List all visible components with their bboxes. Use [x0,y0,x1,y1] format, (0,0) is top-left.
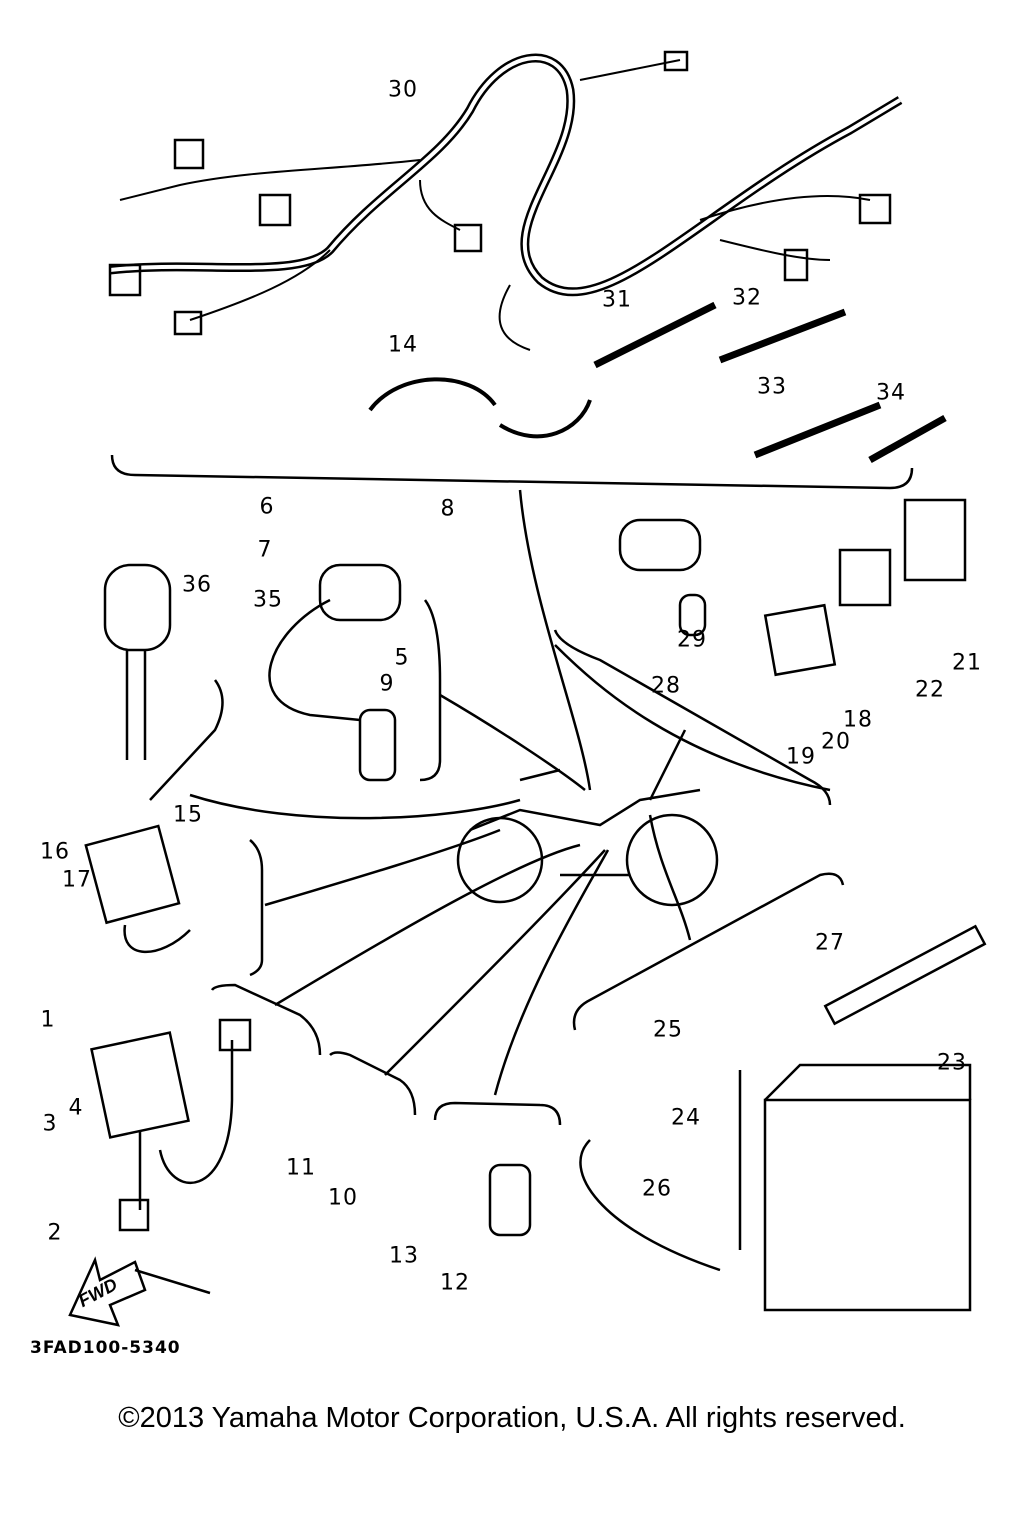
main-switch [103,563,172,652]
callout-14[interactable]: 14 [388,332,418,358]
copyright-notice: ©2013 Yamaha Motor Corporation, U.S.A. A… [118,1402,906,1434]
callout-15[interactable]: 15 [173,802,203,828]
callout-13[interactable]: 13 [389,1243,419,1269]
callout-8[interactable]: 8 [440,496,456,522]
callout-1[interactable]: 1 [40,1007,56,1033]
cdi-unit [90,1031,190,1139]
callout-19[interactable]: 19 [786,744,816,770]
callout-12[interactable]: 12 [440,1270,470,1296]
callout-31[interactable]: 31 [602,287,632,313]
callout-30[interactable]: 30 [388,77,418,103]
callout-33[interactable]: 33 [757,374,787,400]
callout-3[interactable]: 3 [42,1111,58,1137]
battery-band [823,924,987,1026]
callout-11[interactable]: 11 [286,1155,316,1181]
callout-9[interactable]: 9 [379,671,395,697]
callout-26[interactable]: 26 [642,1176,672,1202]
starter-switch [488,1163,532,1237]
callout-25[interactable]: 25 [653,1017,683,1043]
callout-27[interactable]: 27 [815,930,845,956]
callout-21[interactable]: 21 [952,650,982,676]
callout-22[interactable]: 22 [915,677,945,703]
callout-4[interactable]: 4 [68,1095,84,1121]
callout-36[interactable]: 36 [182,572,212,598]
drawing-code: 3FAD100-5340 [30,1338,181,1358]
fwd-arrow-icon [68,1256,147,1327]
callout-24[interactable]: 24 [671,1105,701,1131]
connector [173,138,205,170]
callout-6[interactable]: 6 [259,494,275,520]
group-bracket [110,454,914,490]
callout-7[interactable]: 7 [257,537,273,563]
callout-32[interactable]: 32 [732,285,762,311]
callout-10[interactable]: 10 [328,1185,358,1211]
callout-29[interactable]: 29 [677,627,707,653]
callout-23[interactable]: 23 [937,1050,967,1076]
callout-2[interactable]: 2 [47,1220,63,1246]
callout-35[interactable]: 35 [253,587,283,613]
wheel-rear [625,813,719,907]
callout-18[interactable]: 18 [843,707,873,733]
rectifier-regulator [84,824,181,925]
wire-harness [109,53,903,297]
callout-20[interactable]: 20 [821,729,851,755]
callout-16[interactable]: 16 [40,839,70,865]
starter-relay [763,603,837,677]
callout-17[interactable]: 17 [62,867,92,893]
callout-5[interactable]: 5 [394,645,410,671]
battery [763,1098,972,1312]
ignition-coil [318,563,402,622]
callout-34[interactable]: 34 [876,380,906,406]
callout-28[interactable]: 28 [651,673,681,699]
